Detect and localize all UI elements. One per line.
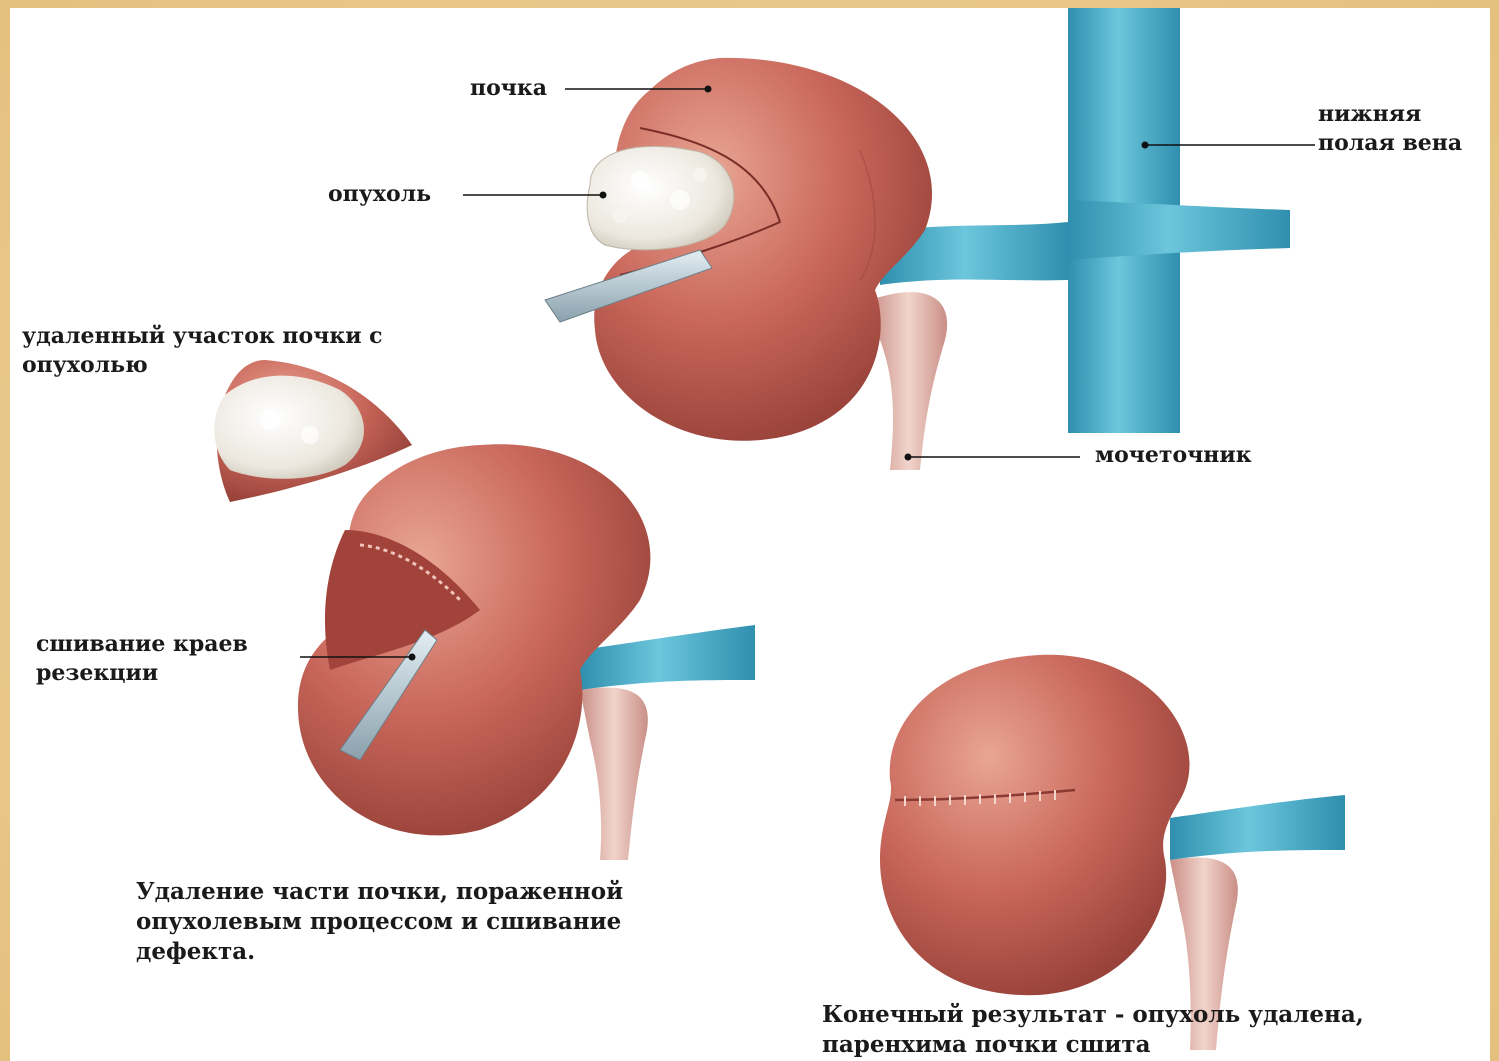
label-suturing-line1: сшивание краев [36, 630, 248, 659]
tumor-top [587, 146, 734, 250]
caption-step-line3: дефекта. [136, 937, 255, 967]
label-ivc-line1: нижняя [1318, 100, 1421, 129]
renal-vessels-result [1165, 775, 1345, 860]
label-removed-line2: опухолью [22, 351, 148, 380]
ureter-top [870, 292, 947, 470]
caption-step-line2: опухолевым процессом и сшивание [136, 907, 621, 937]
label-tumor: опухоль [328, 180, 431, 209]
label-removed-line1: удаленный участок почки с [22, 322, 383, 351]
caption-result-line1: Конечный результат - опухоль удалена, [822, 1000, 1364, 1030]
label-ivc-line2: полая вена [1318, 129, 1462, 158]
caption-step-line1: Удаление части почки, пораженной [136, 877, 623, 907]
label-kidney: почка [470, 74, 547, 103]
label-ureter: мочеточник [1095, 441, 1252, 470]
label-suturing-line2: резекции [36, 659, 158, 688]
inferior-vena-cava [1068, 8, 1290, 433]
kidney-result [880, 655, 1190, 995]
ureter-middle [580, 687, 648, 860]
caption-result-line2: паренхима почки сшита [822, 1030, 1151, 1060]
